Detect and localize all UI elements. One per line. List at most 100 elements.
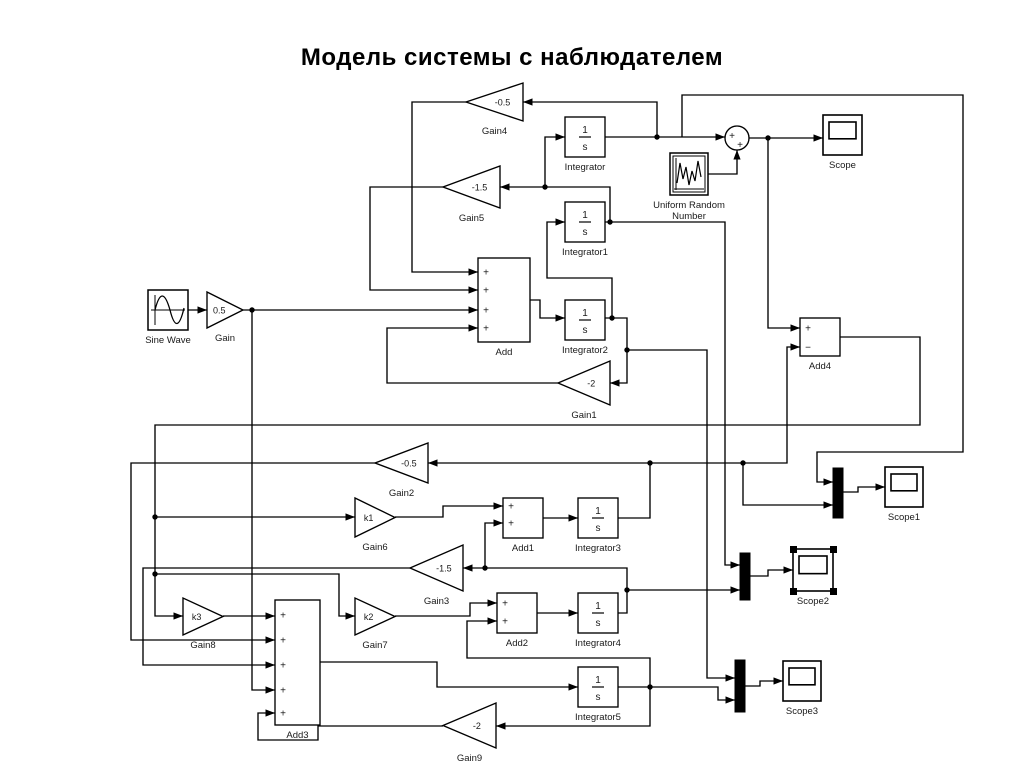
block-scope1[interactable]: Scope1 [884, 466, 924, 523]
wire-add2-to-integrator4 [537, 609, 578, 617]
block-mux2[interactable] [739, 552, 751, 601]
svg-text:Integrator5: Integrator5 [575, 712, 621, 723]
wire-gain6-to-add1 [395, 502, 503, 518]
wire-gain3-to-add3 [142, 567, 410, 669]
wire-x1hat-to-mux1 [742, 463, 833, 509]
wires [130, 94, 964, 741]
svg-text:s: s [596, 692, 601, 703]
wire-gain-to-add [243, 306, 478, 314]
svg-text:+: + [280, 709, 286, 720]
block-mux3[interactable] [734, 659, 746, 713]
svg-text:-1.5: -1.5 [472, 183, 488, 193]
svg-text:Add4: Add4 [809, 361, 831, 372]
block-sum[interactable]: ++ [724, 125, 750, 151]
svg-text:s: s [583, 142, 588, 153]
block-add3[interactable]: +++++Add3 [274, 599, 321, 741]
wire-x3hat-to-add2 [466, 617, 651, 687]
block-add4[interactable]: +−Add4 [799, 317, 841, 372]
svg-text:-0.5: -0.5 [401, 459, 417, 469]
wire-add3-to-integrator5 [320, 661, 578, 691]
diagram-title: Модель системы с наблюдателем [300, 44, 724, 71]
svg-text:1: 1 [582, 210, 588, 221]
wire-x2hat-to-mux2 [627, 586, 740, 594]
block-mux1[interactable] [832, 467, 844, 519]
svg-text:k3: k3 [192, 612, 202, 622]
block-add1[interactable]: ++Add1 [502, 497, 544, 554]
wire-add-to-integrator2 [530, 299, 565, 322]
svg-text:Integrator1: Integrator1 [562, 247, 608, 258]
svg-text:Gain6: Gain6 [362, 542, 387, 553]
svg-text:Gain4: Gain4 [482, 126, 507, 137]
wire-integrator-to-sum [605, 133, 725, 141]
svg-text:+: + [483, 286, 489, 297]
svg-text:+: + [280, 636, 286, 647]
wire-mux3-to-scope3 [745, 677, 783, 687]
svg-text:s: s [596, 618, 601, 629]
svg-text:−: − [805, 343, 811, 354]
wire-gain2-to-add3 [130, 462, 375, 644]
wire-gain9-to-add3 [257, 709, 443, 741]
block-add[interactable]: ++++Add [477, 257, 531, 358]
svg-text:Gain7: Gain7 [362, 640, 387, 651]
wire-mux1-to-scope1 [843, 483, 885, 493]
svg-text:1: 1 [582, 125, 588, 136]
svg-text:+: + [483, 306, 489, 317]
svg-text:Scope: Scope [829, 160, 856, 171]
block-scope3[interactable]: Scope3 [782, 660, 822, 717]
wire-y-to-add4 [767, 138, 800, 332]
wire-integrator3-out [618, 463, 651, 519]
svg-text:+: + [483, 324, 489, 335]
block-sine-wave[interactable]: Sine Wave [145, 289, 191, 346]
svg-text:Uniform Random: Uniform Random [653, 200, 725, 211]
wire-mux2-to-scope2 [750, 566, 793, 577]
svg-text:Add: Add [496, 347, 513, 358]
block-scope2[interactable]: Scope2 [790, 546, 837, 607]
svg-text:Scope3: Scope3 [786, 706, 818, 717]
svg-text:Integrator2: Integrator2 [562, 345, 608, 356]
blocks: Sine Wave0.5Gain++++Add1sIntegrator1sInt… [145, 82, 924, 764]
wire-error-to-gain6 [155, 513, 355, 521]
svg-text:k1: k1 [364, 513, 374, 523]
svg-text:Add1: Add1 [512, 543, 534, 554]
wire-x3-to-gain1 [610, 317, 630, 387]
wire-gain8-to-add3 [223, 612, 275, 620]
block-add2[interactable]: ++Add2 [496, 592, 538, 649]
svg-text:-2: -2 [587, 379, 595, 389]
svg-text:s: s [583, 325, 588, 336]
svg-text:1: 1 [582, 308, 588, 319]
wire-sum-to-scope [749, 134, 823, 142]
svg-text:+: + [280, 661, 286, 672]
wire-ref-to-add3 [251, 310, 275, 694]
svg-text:k2: k2 [364, 612, 374, 622]
svg-text:+: + [737, 140, 743, 151]
svg-text:Gain5: Gain5 [459, 213, 484, 224]
wire-x2hat-to-add1 [484, 519, 503, 568]
wire-noise-to-sum [708, 150, 741, 175]
svg-text:Sine Wave: Sine Wave [145, 335, 191, 346]
block-scope[interactable]: Scope [822, 114, 863, 171]
svg-text:+: + [280, 686, 286, 697]
svg-text:Gain8: Gain8 [190, 640, 215, 651]
svg-text:0.5: 0.5 [213, 306, 226, 316]
svg-text:+: + [508, 502, 514, 513]
wire-x3-to-mux3 [627, 349, 735, 682]
wire-sine-to-gain [188, 306, 207, 314]
